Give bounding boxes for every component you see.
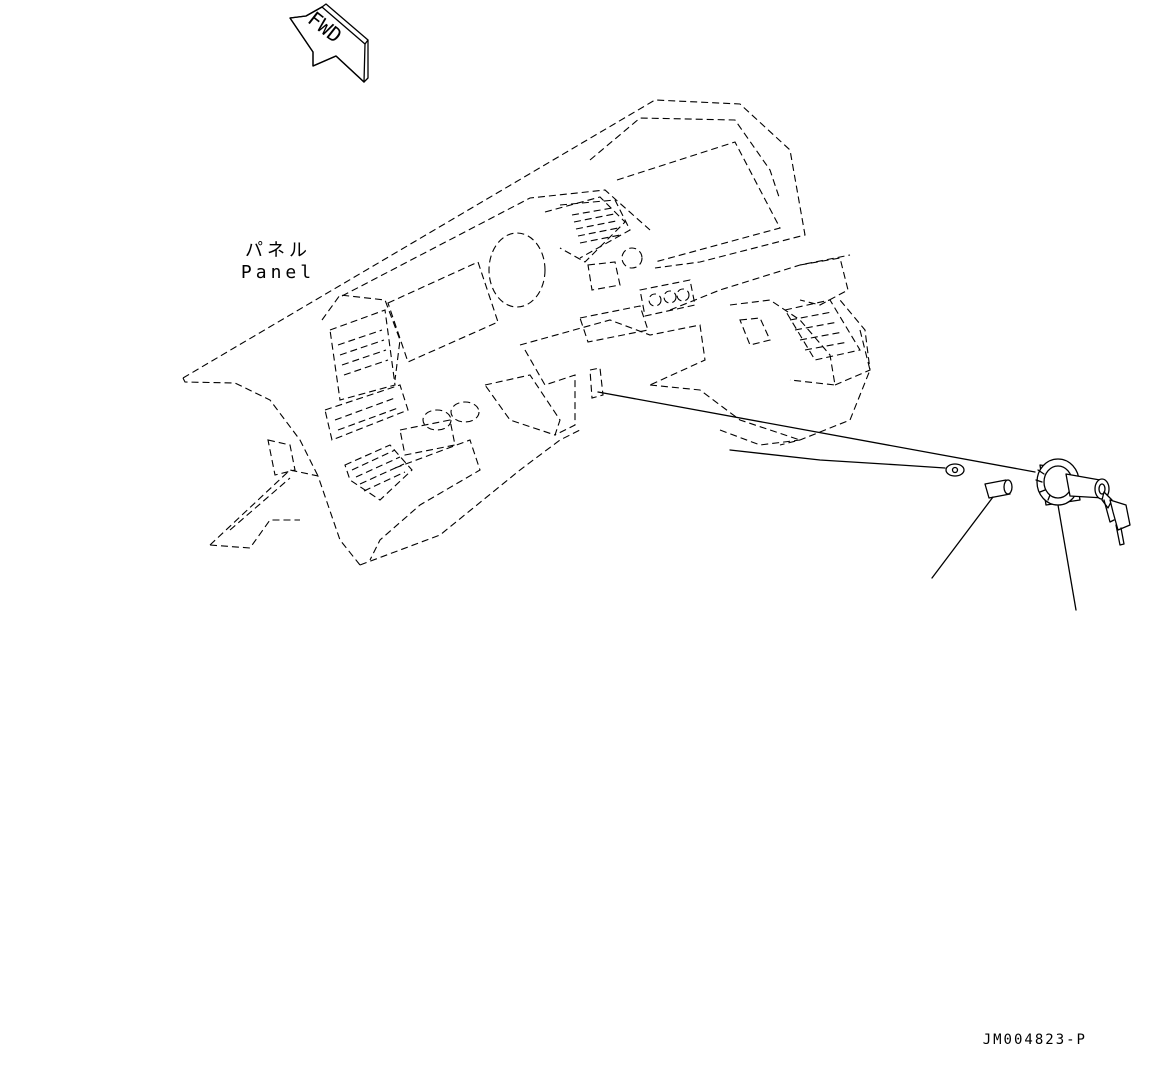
cap-leader-line [931,496,994,579]
key-switch-icon [1035,458,1110,506]
panel-label-ja: パネル [245,240,311,261]
fwd-arrow-icon: FWD [289,3,369,83]
panel-callout: パネル Panel [236,240,320,284]
drawing-number: JM004823-P [982,1032,1087,1048]
cap-icon [984,479,1013,499]
switch-leader-line [1057,504,1077,611]
key-switch-assembly [597,391,1131,611]
key-icon [1101,491,1131,546]
dashboard-panel [182,99,871,566]
panel-label-en: Panel [240,262,316,283]
